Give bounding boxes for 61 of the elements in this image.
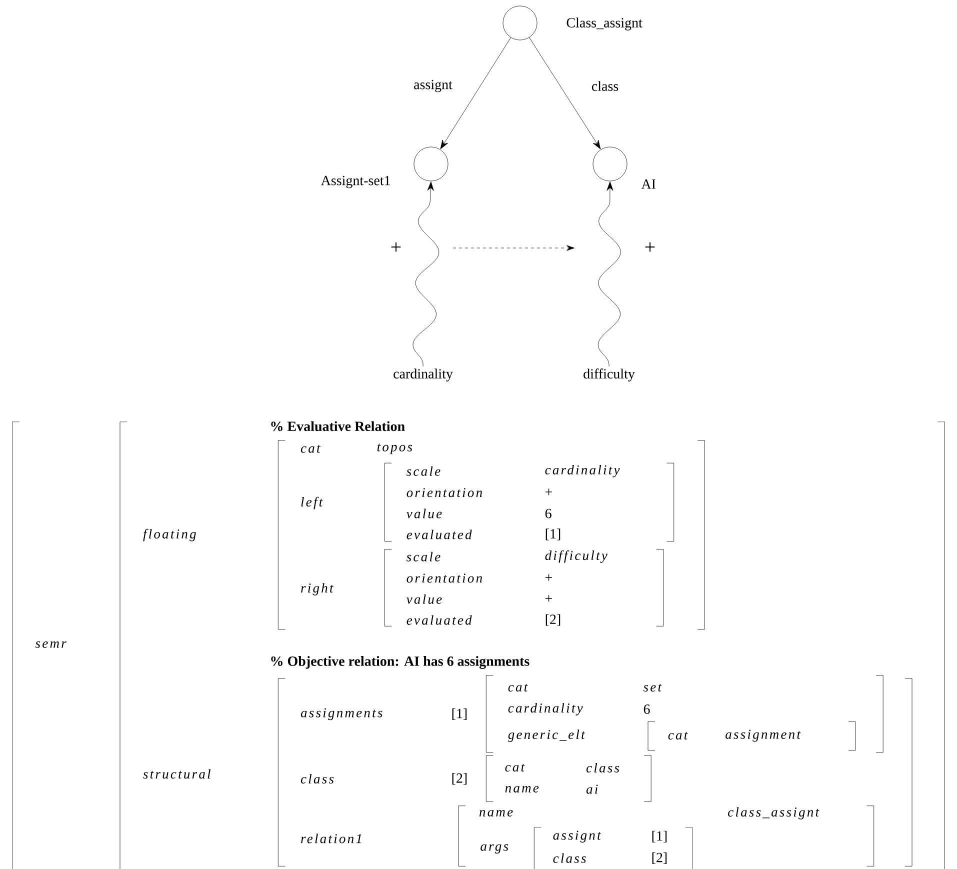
node-label: cardinality — [394, 368, 453, 382]
feature-text: name — [479, 810, 513, 816]
value-text: + — [546, 595, 552, 602]
feature-text: difficulty — [545, 550, 608, 563]
node-label: Assignt-set1 — [320, 176, 390, 188]
feature-text: semr — [35, 641, 66, 648]
feature-text: orientation — [406, 488, 482, 498]
feature-text: left — [301, 496, 323, 510]
value-text: + — [546, 574, 552, 581]
feature-text: assignment — [726, 730, 801, 742]
value-text: [2] — [652, 852, 667, 864]
feature-text: cat — [668, 732, 688, 740]
value-text: [2] — [546, 614, 560, 626]
edge-label: class — [590, 80, 620, 92]
value-text: [1] — [546, 528, 560, 540]
node-label: difficulty — [584, 368, 635, 382]
value-text: + — [546, 488, 552, 496]
feature-text: ai — [586, 784, 598, 794]
feature-text: class — [300, 774, 334, 784]
comment-text: % Evaluative Relation — [271, 421, 405, 432]
feature-text: cat — [505, 764, 525, 772]
feature-text: class — [553, 853, 586, 863]
feature-text: assignt — [553, 830, 602, 843]
feature-text: orientation — [406, 574, 482, 583]
feature-text: set — [643, 684, 662, 692]
edge-label: assignt — [412, 78, 454, 94]
feature-text: class_assignt — [728, 807, 820, 820]
value-text: 6 — [644, 704, 650, 714]
value-text: [1] — [652, 830, 667, 842]
feature-text: floating — [143, 528, 196, 542]
feature-text: scale — [406, 466, 440, 476]
wavy-arrow — [412, 182, 440, 367]
feature-text: value — [406, 508, 442, 518]
feature-text: generic_elt — [508, 730, 586, 742]
feature-text: class — [586, 762, 620, 772]
feature-text: structural — [143, 769, 210, 779]
comment-text: % Objective relation: AI has 6 assignments — [271, 656, 530, 669]
feature-text: value — [406, 594, 442, 604]
value-text: [1] — [452, 708, 467, 720]
plus-sign: + — [391, 242, 401, 252]
arrow — [529, 37, 601, 150]
feature-text: name — [505, 786, 539, 792]
feature-text: right — [301, 583, 334, 596]
feature-text: cardinality — [508, 703, 583, 716]
feature-text: cardinality — [545, 464, 620, 478]
value-text: 6 — [545, 508, 552, 518]
arrow — [440, 37, 512, 150]
feature-text: scale — [406, 552, 440, 562]
feature-text: cat — [508, 684, 528, 692]
node-label: Class_assignt — [566, 18, 642, 30]
feature-text: evaluated — [406, 615, 472, 625]
feature-text: relation1 — [301, 834, 362, 844]
feature-text: args — [480, 844, 508, 854]
feature-text: assignments — [300, 708, 382, 720]
feature-text: evaluated — [406, 530, 472, 540]
plus-sign: + — [645, 242, 655, 252]
feature-text: cat — [300, 445, 320, 453]
wavy-arrow — [598, 182, 621, 367]
value-text: [2] — [452, 772, 467, 785]
feature-text: topos — [377, 444, 412, 454]
node-label: AI — [641, 179, 656, 189]
